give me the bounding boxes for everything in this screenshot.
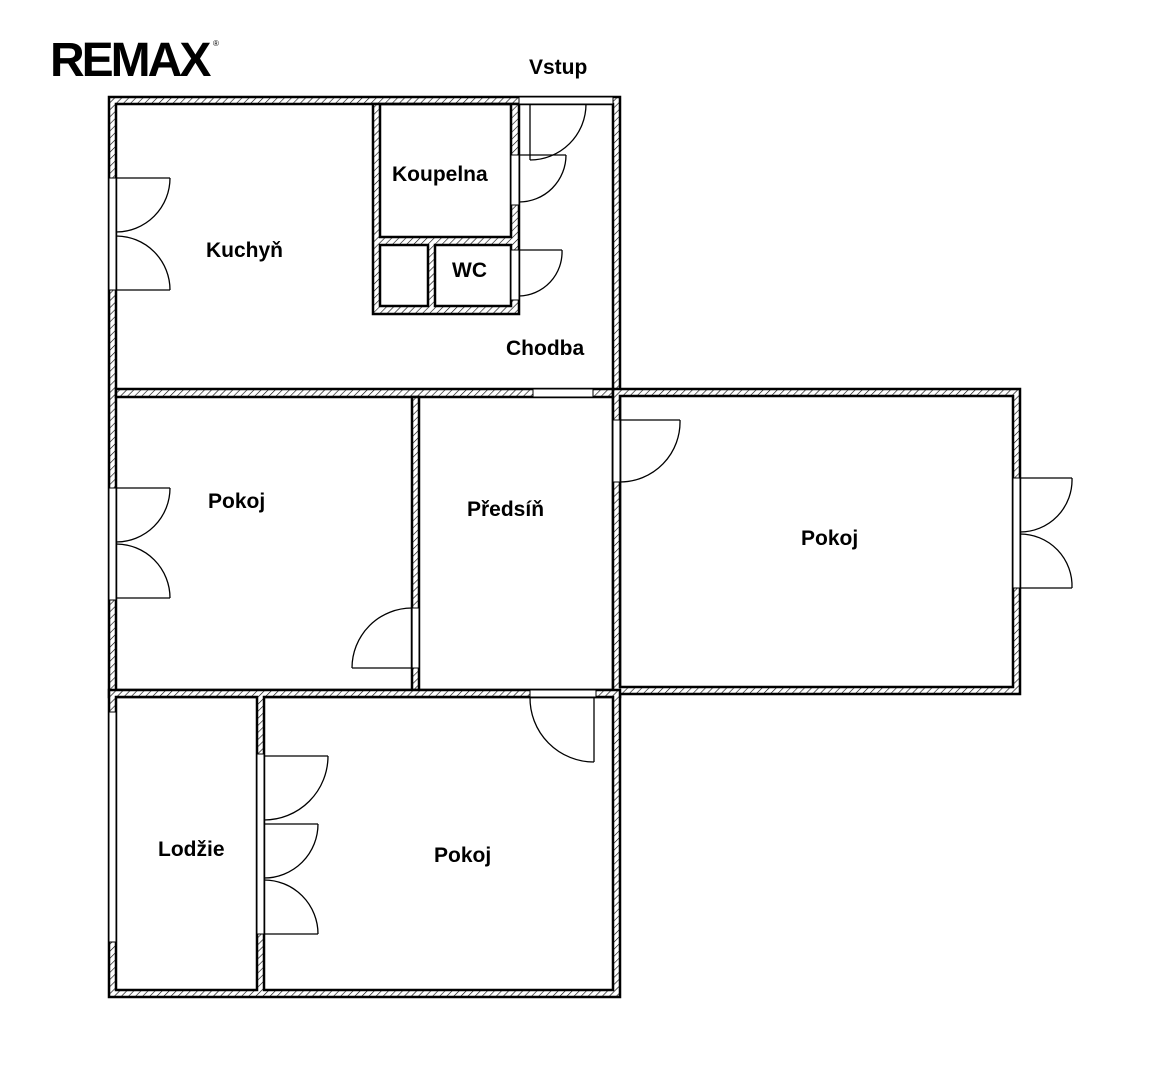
openings	[108, 96, 1021, 943]
room-label-koupelna: Koupelna	[392, 163, 488, 186]
wall-bathroom-block	[371, 102, 521, 316]
wall-right-room	[611, 387, 1022, 696]
room-label-kuchyn: Kuchyň	[206, 239, 283, 262]
room-labels: Vstup Kuchyň Koupelna WC Chodba Pokoj Př…	[158, 56, 858, 867]
room-label-lodzie: Lodžie	[158, 838, 225, 861]
remax-logo: REMAX ®	[50, 34, 219, 87]
door-swings	[115, 103, 1073, 935]
logo-registered-mark: ®	[213, 39, 219, 48]
room-label-predsin: Předsíň	[467, 498, 544, 521]
room-label-wc: WC	[452, 259, 487, 282]
walls	[107, 95, 1022, 999]
room-label-pokoj-2: Pokoj	[801, 527, 858, 550]
logo-text: REMAX	[50, 34, 211, 87]
room-label-pokoj-1: Pokoj	[208, 490, 265, 513]
room-label-pokoj-3: Pokoj	[434, 844, 491, 867]
entrance-label: Vstup	[529, 56, 587, 79]
room-label-chodba: Chodba	[506, 337, 584, 360]
